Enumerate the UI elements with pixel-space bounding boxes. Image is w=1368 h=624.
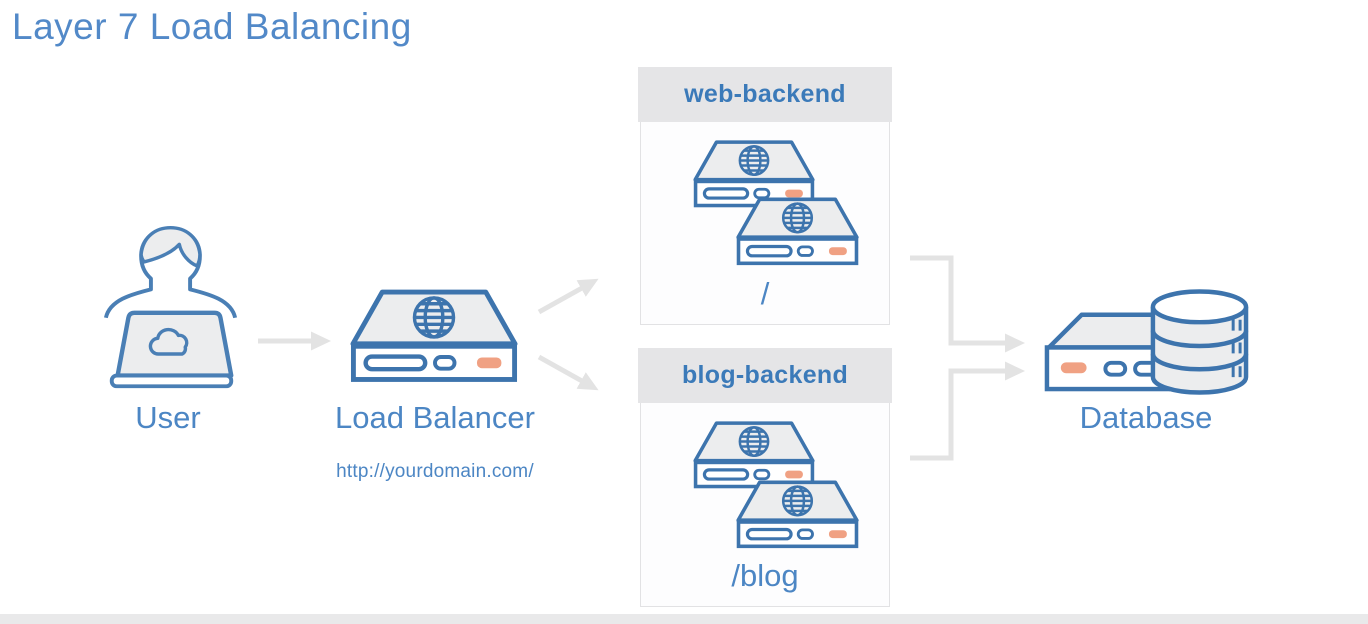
load-balancer-url: http://yourdomain.com/ — [336, 461, 534, 482]
arrow-lb-to-blog-backend — [537, 354, 599, 391]
page-title: Layer 7 Load Balancing — [12, 6, 412, 47]
web-backend-header: web-backend — [638, 67, 892, 122]
database-label: Database — [1079, 400, 1213, 435]
server-icon — [736, 197, 859, 266]
web-backend-route: / — [760, 276, 770, 311]
blog-backend-panel: blog-backend /blog — [638, 348, 892, 607]
load-balancer-label: Load Balancer — [335, 400, 535, 435]
arrow-lb-to-web-backend — [537, 278, 599, 315]
web-backend-body: / — [640, 122, 890, 325]
arrow-web-backend-to-database — [910, 255, 1025, 353]
bottom-edge-bar — [0, 614, 1368, 624]
load-balancer-icon — [350, 289, 518, 383]
arrow-blog-backend-to-database — [910, 361, 1025, 461]
database-icon — [1042, 286, 1250, 400]
blog-backend-body: /blog — [640, 403, 890, 607]
blog-backend-header: blog-backend — [638, 348, 892, 403]
user-label: User — [135, 400, 201, 435]
web-backend-panel: web-backend / — [638, 67, 892, 325]
server-icon — [693, 421, 815, 489]
user-icon — [100, 222, 242, 390]
server-icon — [736, 480, 859, 549]
blog-backend-route: /blog — [731, 558, 799, 593]
